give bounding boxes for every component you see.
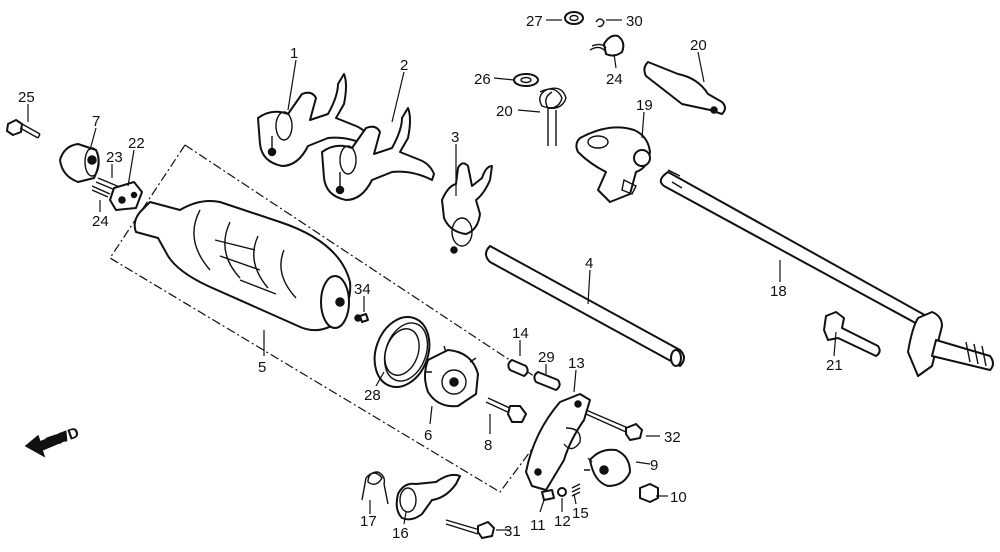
callout-22: 20	[690, 37, 707, 54]
part-19-shift-plate	[575, 126, 651, 203]
part-16-stopper-arm	[395, 473, 461, 521]
part-2-shift-fork	[321, 107, 435, 201]
part-12-ball	[557, 487, 567, 497]
callout-29: 28	[364, 387, 381, 404]
callout-14: 14	[512, 325, 529, 342]
part-6-shift-drum-cam	[424, 345, 479, 408]
part-15-spring	[571, 483, 581, 497]
callout-34: 34	[354, 281, 371, 298]
part-10-nut	[639, 483, 659, 503]
callout-6: 6	[424, 427, 432, 444]
part-8-bolt	[485, 397, 527, 423]
callout-21: 21	[826, 357, 843, 374]
part-27-washer	[513, 73, 539, 87]
callout-7: 7	[92, 113, 100, 130]
callout-11: 11	[530, 517, 546, 534]
part-30-pin	[533, 371, 561, 391]
part-33-bolt	[585, 409, 643, 441]
part-29-bearing	[373, 316, 431, 388]
callout-2: 2	[400, 57, 408, 74]
leader-lines	[27, 19, 837, 531]
part-11-collar	[541, 489, 555, 501]
callout-10: 10	[670, 489, 687, 506]
callout-5: 5	[258, 359, 266, 376]
callout-24-lower: 24	[92, 213, 109, 230]
callout-24-upper: 23	[106, 149, 123, 166]
forward-direction-arrow: FWD	[24, 424, 82, 458]
part-34-pin	[359, 313, 369, 323]
fwd-label: FWD	[44, 424, 82, 452]
part-25-collar	[589, 34, 625, 57]
part-23-plate	[109, 181, 143, 211]
callout-1: 1	[290, 45, 298, 62]
part-5-shift-drum	[133, 200, 362, 332]
callout-32: 31	[504, 523, 521, 540]
callout-33: 32	[664, 429, 681, 446]
part-4-fork-shaft	[485, 245, 685, 367]
callout-8: 8	[484, 437, 492, 454]
part-7-drum-center	[59, 143, 100, 183]
callout-23: 22	[128, 135, 145, 152]
callout-26: 25	[18, 89, 35, 106]
callout-31: 30	[626, 13, 643, 30]
callout-numbers: 25 7 23 22 24 5 1 2 3 4 34 28 6 8 14 29 …	[18, 13, 843, 542]
part-3-shift-fork	[441, 162, 493, 254]
part-9-cam-plate	[584, 448, 631, 487]
part-22-shift-arm	[643, 61, 726, 115]
part-14-pin	[507, 359, 529, 377]
callout-30: 29	[538, 349, 555, 366]
callout-28: 27	[526, 13, 543, 30]
callout-19: 19	[636, 97, 653, 114]
callout-15: 15	[572, 505, 589, 522]
part-17-spring	[361, 471, 389, 505]
part-20-spring	[539, 87, 567, 146]
callout-16: 16	[392, 525, 409, 542]
part-32-bolt	[445, 519, 495, 539]
callout-3: 3	[451, 129, 459, 146]
callout-25: 24	[606, 71, 623, 88]
callout-27: 26	[474, 71, 491, 88]
part-21-stopper-pin	[823, 311, 881, 357]
callout-9: 9	[650, 457, 658, 474]
part-26-bolt	[6, 119, 41, 139]
callout-18: 18	[770, 283, 787, 300]
callout-4: 4	[585, 255, 593, 272]
callout-17: 17	[360, 513, 377, 530]
part-18-shift-spindle	[659, 169, 994, 377]
part-28-washer	[564, 11, 584, 25]
callout-12: 12	[554, 513, 571, 530]
part-31-spring	[595, 18, 605, 28]
callout-20: 20	[496, 103, 513, 120]
assembly-outline	[109, 144, 566, 493]
part-1-shift-fork	[257, 73, 371, 167]
part-13-stopper-plate	[525, 393, 591, 491]
callout-13: 13	[568, 355, 585, 372]
